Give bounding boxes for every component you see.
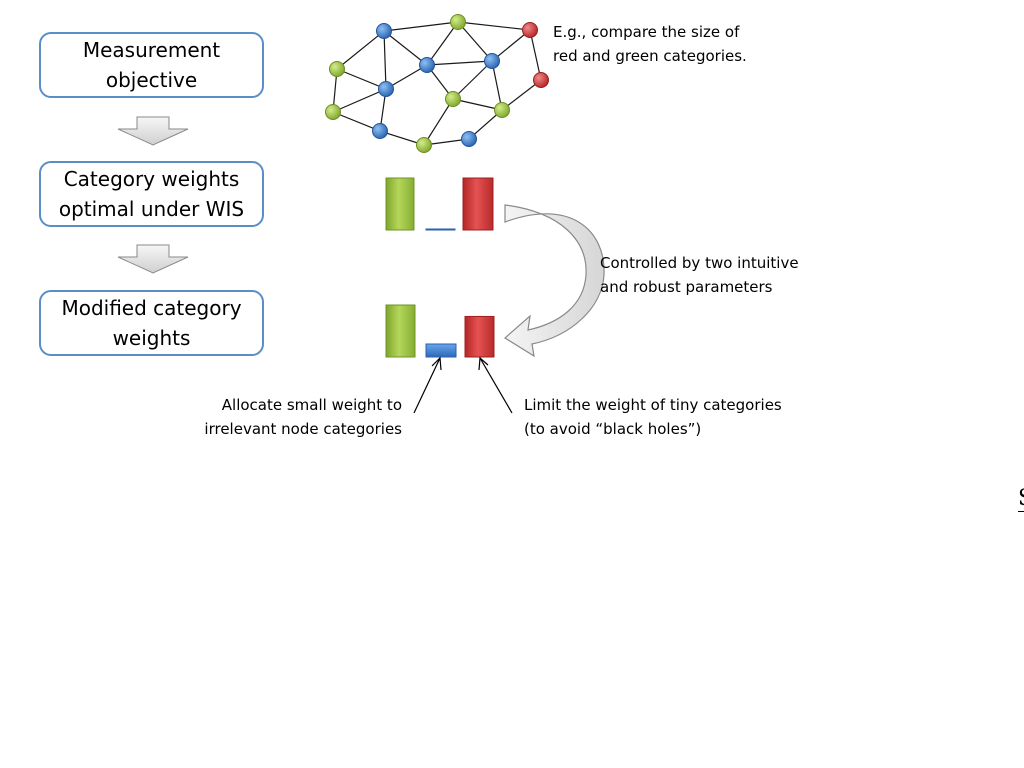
graph-node-red <box>533 72 549 88</box>
note-limit: Limit the weight of tiny categories (to … <box>524 393 782 441</box>
bar-optimal-green <box>385 177 415 231</box>
flow-step-measurement-objective: Measurement objective <box>39 32 264 98</box>
flow-step-line: optimal under WIS <box>58 197 245 221</box>
graph-node-blue <box>378 81 394 97</box>
graph-node-green <box>450 14 466 30</box>
graph-node-green <box>445 91 461 107</box>
curved-arrow <box>503 204 605 358</box>
graph-node-green <box>329 61 345 77</box>
graph-node-blue <box>372 123 388 139</box>
note-line: red and green categories. <box>553 47 747 65</box>
graph-node-blue <box>484 53 500 69</box>
bar-optimal-blue <box>425 228 456 231</box>
note-line: and robust parameters <box>600 278 773 296</box>
down-arrow-1 <box>117 116 189 146</box>
bar-optimal-red <box>462 177 494 231</box>
edge-glyph: S <box>1018 487 1024 512</box>
note-line: (to avoid “black holes”) <box>524 420 702 438</box>
flow-step-category-weights: Category weights optimal under WIS <box>39 161 264 227</box>
bars-modified <box>385 304 495 358</box>
down-arrow-2 <box>117 244 189 274</box>
graph-node-green <box>325 104 341 120</box>
note-compare: E.g., compare the size of red and green … <box>553 20 747 68</box>
graph-node-blue <box>419 57 435 73</box>
graph-node-red <box>522 22 538 38</box>
network-graph <box>325 14 549 153</box>
flow-step-line: Measurement <box>82 38 221 62</box>
note-controlled: Controlled by two intuitive and robust p… <box>600 251 799 299</box>
graph-node-blue <box>461 131 477 147</box>
note-line: irrelevant node categories <box>204 420 402 438</box>
note-line: Allocate small weight to <box>221 396 402 414</box>
pointer-limit <box>479 357 513 414</box>
graph-node-green <box>416 137 432 153</box>
bar-modified-red <box>464 315 495 358</box>
note-line: E.g., compare the size of <box>553 23 740 41</box>
graph-node-green <box>494 102 510 118</box>
flow-step-line: Modified category <box>61 296 242 320</box>
bars-optimal <box>385 177 494 231</box>
pointer-limit-head <box>478 356 489 371</box>
flow-step-modified-weights: Modified category weights <box>39 290 264 356</box>
flow-step-line: Category weights <box>63 167 240 191</box>
flow-step-line: objective <box>105 68 198 92</box>
bar-modified-green <box>385 304 416 358</box>
graph-node-blue <box>376 23 392 39</box>
note-line: Controlled by two intuitive <box>600 254 799 272</box>
bar-modified-blue <box>425 343 457 358</box>
note-allocate: Allocate small weight to irrelevant node… <box>150 393 402 441</box>
note-line: Limit the weight of tiny categories <box>524 396 782 414</box>
pointer-allocate-head <box>431 356 442 371</box>
flow-step-line: weights <box>112 326 191 350</box>
pointer-allocate <box>413 357 441 414</box>
